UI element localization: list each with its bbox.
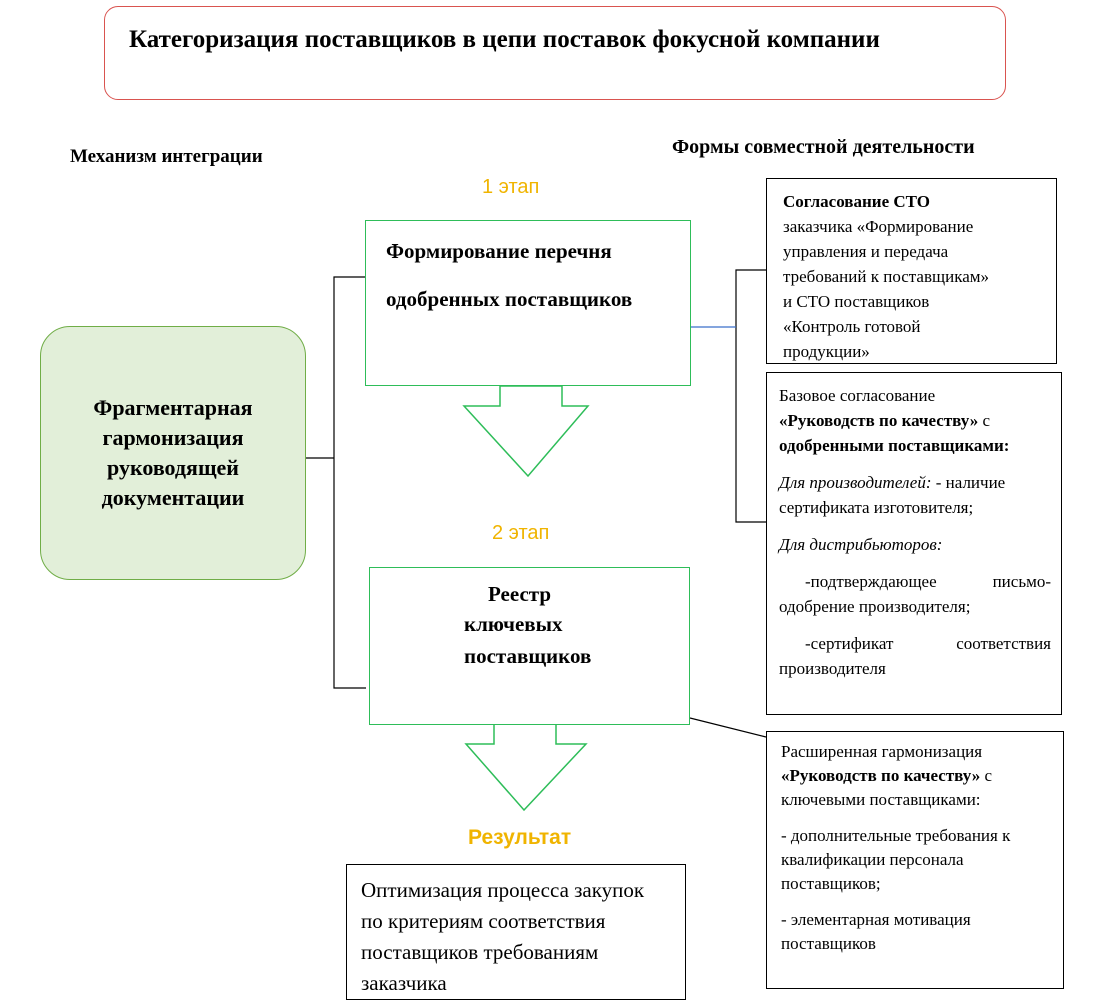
form1-line3: требований к поставщикам» (783, 267, 990, 286)
stage2-label: 2 этап (492, 522, 550, 544)
form3-box: Расширенная гармонизация «Руководств по … (766, 731, 1064, 989)
form1-line1: заказчика «Формирование (783, 217, 974, 236)
stage2-line1: Реестр (488, 582, 552, 606)
form1-line6: продукции» (783, 342, 870, 361)
form3-intro: Расширенная гармонизация (781, 742, 983, 761)
form1-title: Согласование СТО (783, 192, 930, 211)
form2-distributors-label: Для дистрибьюторов: (779, 535, 943, 554)
form3-item2: - элементарная мотивация поставщиков (781, 910, 971, 953)
form2-item2: -сертификат соответствия производителя (779, 634, 1051, 678)
form3-after-bold: с (980, 766, 992, 785)
form2-intro: Базовое согласование (779, 386, 936, 405)
stage2-line3: поставщиков (464, 644, 592, 668)
down-arrow-1 (462, 385, 590, 478)
result-label: Результат (468, 826, 572, 849)
integration-mechanism-box: Фрагментарная гармонизация руководящей д… (40, 326, 306, 580)
form2-after-bold: с (978, 411, 990, 430)
stage2-box: Реестр ключевых поставщиков (369, 567, 690, 725)
result-text: Оптимизация процесса закупок по критерия… (361, 878, 645, 995)
form1-line4: и СТО поставщиков (783, 292, 930, 311)
form2-bold2: одобренными поставщиками: (779, 436, 1010, 455)
form1-box: Согласование СТО заказчика «Формирование… (766, 178, 1057, 364)
integration-mechanism-text: Фрагментарная гармонизация руководящей д… (93, 395, 253, 510)
stage1-label: 1 этап (482, 176, 540, 198)
stage1-line2: одобренных поставщиков (386, 287, 633, 311)
form2-producers-text: - наличие сертификата изготовителя; (779, 473, 1006, 517)
down-arrow-2 (464, 723, 588, 812)
stage2-connector (689, 717, 767, 738)
form3-bold: «Руководств по качеству» (781, 766, 981, 785)
stage1-box: Формирование перечня одобренных поставщи… (365, 220, 691, 386)
form2-bold: «Руководств по качеству» (779, 411, 979, 430)
form3-item1: - дополнительные требования к квалификац… (781, 826, 1011, 893)
right-header: Формы совместной деятельности (672, 136, 975, 158)
form1-line2: управления и передача (783, 242, 949, 261)
diagram-title: Категоризация поставщиков в цепи поставо… (104, 6, 1006, 100)
left-header: Механизм интеграции (70, 146, 263, 167)
stage2-line2: ключевых (464, 612, 563, 636)
form2-producers-label: Для производителей: (779, 473, 932, 492)
form3-line: ключевыми поставщиками: (781, 790, 981, 809)
stage1-line1: Формирование перечня (386, 239, 612, 263)
form2-item1: -подтверждающее письмо-одобрение произво… (779, 572, 1051, 616)
right-bracket-line (735, 269, 766, 523)
result-box: Оптимизация процесса закупок по критерия… (346, 864, 686, 1000)
left-bracket-line (333, 276, 366, 689)
form1-line5: «Контроль готовой (783, 317, 921, 336)
form2-box: Базовое согласование «Руководств по каче… (766, 372, 1062, 715)
